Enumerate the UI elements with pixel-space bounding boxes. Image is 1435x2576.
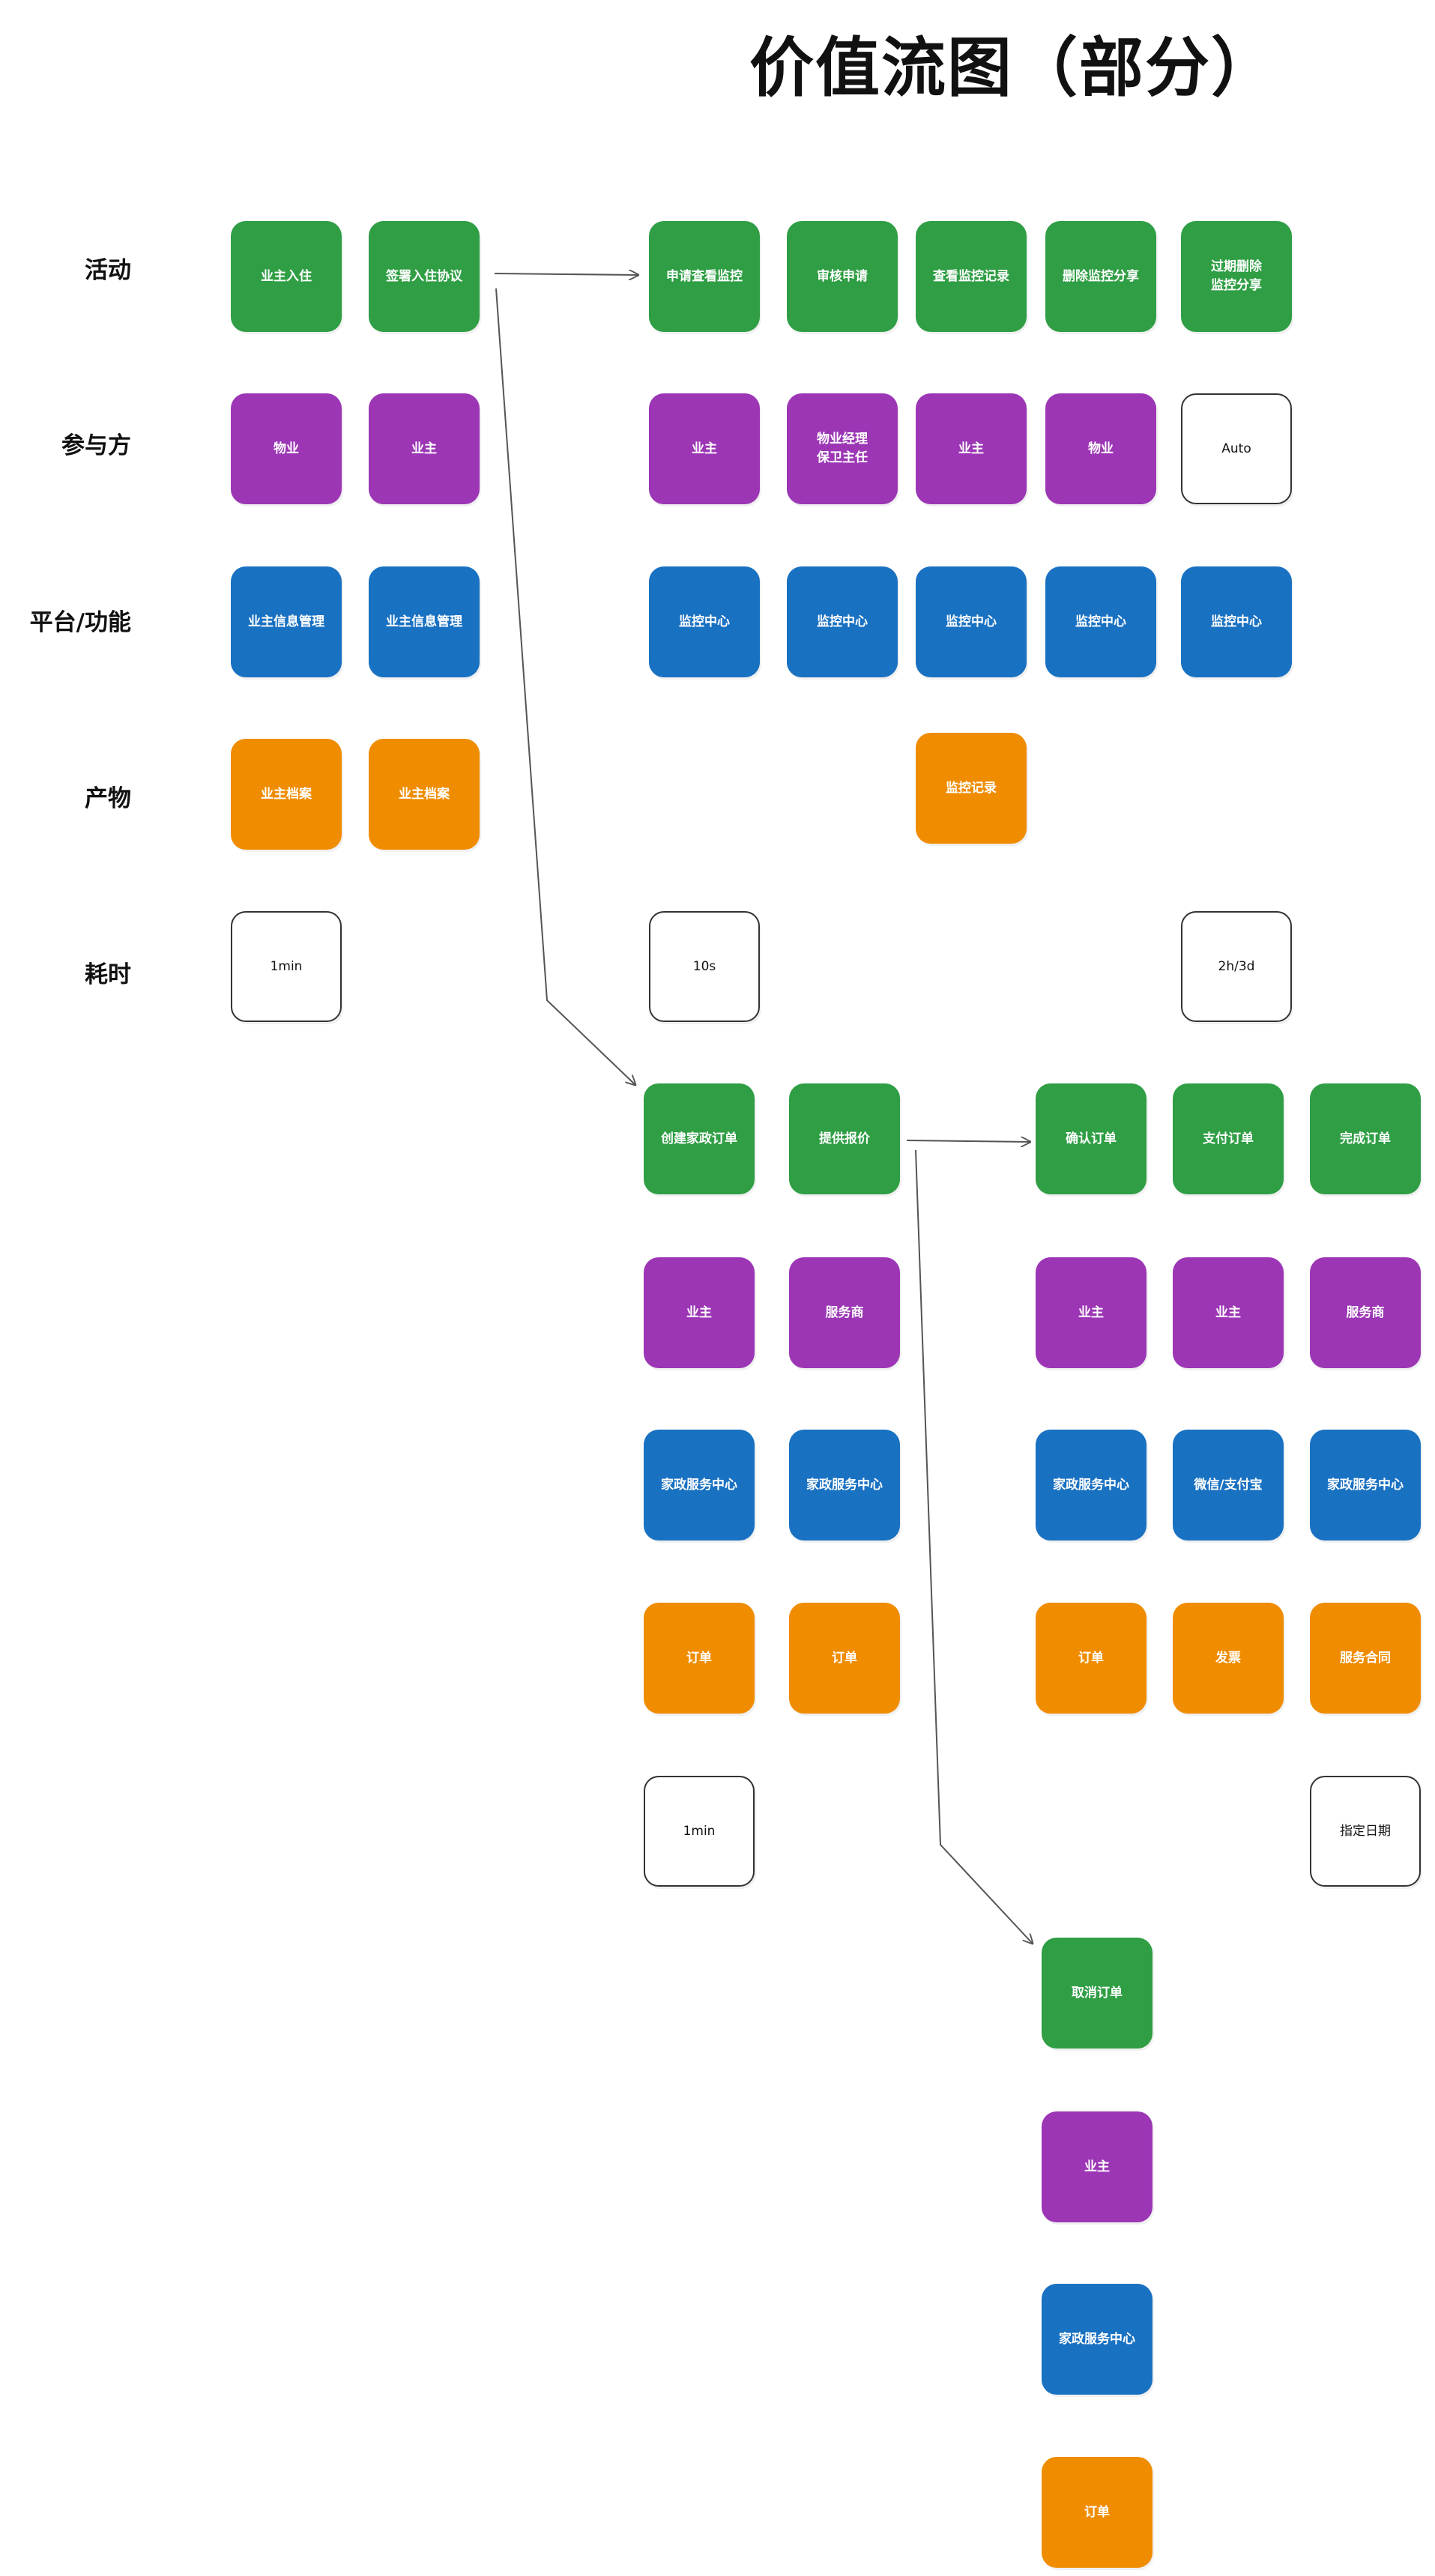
arrow-to-confirm-order [906, 1140, 1030, 1142]
artifact-card: 业主档案 [369, 739, 480, 850]
artifact-card: 业主档案 [231, 739, 342, 850]
row-label-duration: 耗时 [85, 961, 131, 988]
activity-card: 过期删除 监控分享 [1181, 221, 1292, 332]
participant-card: 业主 [649, 393, 760, 504]
activity-card: 审核申请 [787, 221, 898, 332]
platform-card: 监控中心 [916, 566, 1027, 677]
duration-card: 10s [649, 911, 760, 1022]
row-label-platform: 平台/功能 [29, 609, 131, 636]
duration-card: 1min [644, 1776, 755, 1887]
participant-card: 服务商 [789, 1257, 900, 1368]
duration-card: 指定日期 [1310, 1776, 1421, 1887]
diagram-title: 价值流图（部分） [749, 31, 1277, 106]
participant-card: 业主 [1036, 1257, 1147, 1368]
row-label-activity: 活动 [85, 257, 131, 284]
artifact-card: 服务合同 [1310, 1603, 1421, 1714]
platform-card: 监控中心 [649, 566, 760, 677]
arrow-to-housekeeping-flow [495, 288, 635, 1085]
platform-card: 家政服务中心 [1042, 2284, 1152, 2395]
activity-card: 创建家政订单 [644, 1083, 755, 1194]
participant-card: 物业经理 保卫主任 [787, 393, 898, 504]
activity-card: 查看监控记录 [916, 221, 1027, 332]
artifact-card: 监控记录 [916, 733, 1027, 844]
participant-card: 业主 [1042, 2111, 1152, 2222]
row-label-artifact: 产物 [85, 785, 131, 812]
activity-card: 业主入住 [231, 221, 342, 332]
platform-card: 监控中心 [1045, 566, 1156, 677]
platform-card: 家政服务中心 [1036, 1430, 1147, 1541]
platform-card: 家政服务中心 [789, 1430, 900, 1541]
participant-card: 物业 [1045, 393, 1156, 504]
participant-card: 物业 [231, 393, 342, 504]
activity-card: 取消订单 [1042, 1938, 1152, 2049]
activity-card: 支付订单 [1173, 1083, 1284, 1194]
artifact-card: 订单 [1042, 2457, 1152, 2568]
arrow-to-cancel-order [915, 1149, 1033, 1944]
participant-card: 业主 [644, 1257, 755, 1368]
platform-card: 监控中心 [1181, 566, 1292, 677]
platform-card: 家政服务中心 [1310, 1430, 1421, 1541]
participant-card: Auto [1181, 393, 1292, 504]
activity-card: 完成订单 [1310, 1083, 1421, 1194]
artifact-card: 发票 [1173, 1603, 1284, 1714]
artifact-card: 订单 [644, 1603, 755, 1714]
duration-card: 2h/3d [1181, 911, 1292, 1022]
platform-card: 业主信息管理 [369, 566, 480, 677]
row-label-participant: 参与方 [61, 432, 131, 459]
artifact-card: 订单 [789, 1603, 900, 1714]
activity-card: 提供报价 [789, 1083, 900, 1194]
platform-card: 微信/支付宝 [1173, 1430, 1284, 1541]
participant-card: 服务商 [1310, 1257, 1421, 1368]
participant-card: 业主 [369, 393, 480, 504]
activity-card: 签署入住协议 [369, 221, 480, 332]
participant-card: 业主 [1173, 1257, 1284, 1368]
arrow-to-monitor-flow [494, 273, 638, 275]
participant-card: 业主 [916, 393, 1027, 504]
platform-card: 监控中心 [787, 566, 898, 677]
activity-card: 确认订单 [1036, 1083, 1147, 1194]
artifact-card: 订单 [1036, 1603, 1147, 1714]
duration-card: 1min [231, 911, 342, 1022]
platform-card: 业主信息管理 [231, 566, 342, 677]
platform-card: 家政服务中心 [644, 1430, 755, 1541]
activity-card: 删除监控分享 [1045, 221, 1156, 332]
activity-card: 申请查看监控 [649, 221, 760, 332]
